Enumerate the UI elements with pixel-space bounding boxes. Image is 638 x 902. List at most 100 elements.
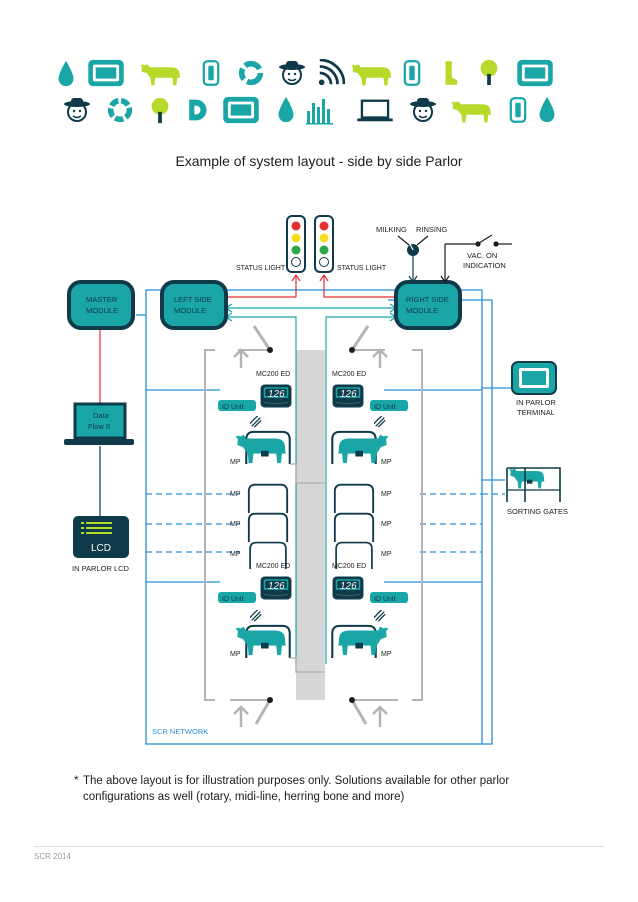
left-side-module: LEFT SIDE MODULE bbox=[160, 280, 228, 330]
id-unit-br: ID Unit bbox=[370, 592, 408, 603]
d-logo-icon bbox=[189, 99, 207, 121]
data-flow-label-2: Flow II bbox=[88, 422, 110, 431]
data-flow-laptop: Data Flow II bbox=[64, 402, 134, 445]
farmer-icon bbox=[278, 60, 306, 85]
icon-row-2 bbox=[63, 96, 555, 125]
gates bbox=[252, 325, 370, 725]
cow-icon bbox=[235, 434, 286, 464]
right-module-label-2: MODULE bbox=[406, 306, 438, 315]
mp-label: MP bbox=[230, 459, 241, 466]
terminal-icon bbox=[88, 59, 124, 87]
footnote-line-1: The above layout is for illustration pur… bbox=[83, 775, 510, 787]
status-light-right-label: STATUS LIGHT bbox=[337, 265, 387, 272]
lcd-screen-label: LCD bbox=[91, 543, 111, 554]
footnote-star: * bbox=[74, 775, 79, 787]
scr-network-dashed bbox=[146, 493, 505, 553]
meter-display-br: 126 bbox=[340, 581, 357, 592]
right-side-module: RIGHT SIDE MODULE bbox=[394, 280, 462, 330]
tag-icon bbox=[403, 60, 421, 86]
mp-label: MP bbox=[381, 651, 392, 658]
meter-display-tr: 126 bbox=[340, 389, 357, 400]
lcd-bars-icon bbox=[81, 522, 112, 534]
laptop-icon bbox=[356, 99, 394, 123]
left-module-label-1: LEFT SIDE bbox=[174, 295, 212, 304]
boot-icon bbox=[445, 61, 458, 85]
water-drop-icon bbox=[539, 96, 555, 123]
page-title: Example of system layout - side by side … bbox=[175, 153, 463, 169]
id-unit-br-label: ID Unit bbox=[374, 596, 395, 603]
red-lines bbox=[99, 274, 396, 403]
footnote-line-2: configurations as well (rotary, midi-lin… bbox=[83, 791, 405, 803]
stall-icon bbox=[333, 512, 375, 542]
mp-label: MP bbox=[381, 551, 392, 558]
mp-label: MP bbox=[381, 459, 392, 466]
signal-icon bbox=[374, 610, 386, 622]
in-parlor-lcd-device: LCD bbox=[73, 516, 129, 558]
tag-icon bbox=[509, 97, 527, 123]
scr-network-label: SCR NETWORK bbox=[152, 727, 208, 736]
master-module-label-1: MASTER bbox=[86, 295, 118, 304]
cow-icon bbox=[235, 626, 286, 656]
icon-row-1 bbox=[58, 59, 553, 87]
footer-divider bbox=[34, 846, 604, 847]
signal-icon bbox=[250, 416, 262, 428]
signal-icon bbox=[250, 610, 262, 622]
arrows bbox=[233, 348, 388, 727]
cow-icon bbox=[139, 64, 181, 86]
id-unit-tr: ID Unit bbox=[370, 400, 408, 411]
tag-icon bbox=[202, 60, 220, 86]
stall-icon bbox=[247, 483, 289, 513]
left-module-label-2: MODULE bbox=[174, 306, 206, 315]
in-parlor-terminal-device bbox=[511, 361, 557, 395]
id-unit-tl: ID Unit bbox=[218, 400, 256, 411]
rinsing-label: RINSING bbox=[416, 225, 447, 234]
milking-label: MILKING bbox=[376, 225, 407, 234]
vac-switch bbox=[440, 234, 512, 284]
wifi-icon bbox=[317, 59, 345, 87]
status-light-right bbox=[314, 215, 334, 273]
master-module-label-2: MODULE bbox=[86, 306, 118, 315]
bar-chart-icon bbox=[306, 99, 333, 125]
cow-icon bbox=[450, 101, 492, 123]
water-drop-icon bbox=[278, 96, 294, 123]
farmer-icon bbox=[409, 97, 437, 122]
data-flow-label-1: Data bbox=[93, 411, 110, 420]
id-unit-bl-label: ID Unit bbox=[222, 596, 243, 603]
signal-icon bbox=[374, 416, 386, 428]
id-unit-tl-label: ID Unit bbox=[222, 404, 243, 411]
master-module: MASTER MODULE bbox=[67, 280, 135, 330]
tree-icon bbox=[480, 59, 498, 86]
id-unit-tr-label: ID Unit bbox=[374, 404, 395, 411]
mp-label: MP bbox=[230, 521, 241, 528]
status-light-left-label: STATUS LIGHT bbox=[236, 265, 286, 272]
farmer-icon bbox=[63, 97, 91, 122]
sorting-gates-device bbox=[506, 467, 561, 502]
cow-stall-step bbox=[290, 657, 325, 673]
milking-rinsing-switch bbox=[397, 235, 429, 283]
meter-display-bl: 126 bbox=[268, 581, 285, 592]
terminal-label-2: TERMINAL bbox=[517, 408, 555, 417]
cow-stall-step bbox=[290, 463, 325, 484]
mp-label: MP bbox=[230, 651, 241, 658]
cow-icon bbox=[350, 64, 392, 86]
parlor-outline bbox=[204, 349, 423, 701]
mc200-label-br: MC200 ED bbox=[332, 563, 366, 570]
mp-label: MP bbox=[381, 521, 392, 528]
terminal-icon bbox=[517, 59, 553, 87]
vac-label-2: INDICATION bbox=[463, 261, 506, 270]
id-unit-bl: ID Unit bbox=[218, 592, 256, 603]
center-pit bbox=[296, 350, 325, 700]
terminal-label-1: IN PARLOR bbox=[516, 398, 556, 407]
mc200-label-tl: MC200 ED bbox=[256, 371, 290, 378]
right-module-label-1: RIGHT SIDE bbox=[406, 295, 449, 304]
pie-icon bbox=[242, 64, 261, 83]
sorting-cow-icon bbox=[509, 468, 545, 489]
sorting-gates-label: SORTING GATES bbox=[507, 507, 568, 516]
vac-label-1: VAC. ON bbox=[467, 251, 497, 260]
water-drop-icon bbox=[58, 60, 74, 87]
mc200-label-bl: MC200 ED bbox=[256, 563, 290, 570]
mp-label: MP bbox=[381, 491, 392, 498]
ring-icon bbox=[111, 101, 130, 120]
footer-text: SCR 2014 bbox=[34, 852, 71, 861]
